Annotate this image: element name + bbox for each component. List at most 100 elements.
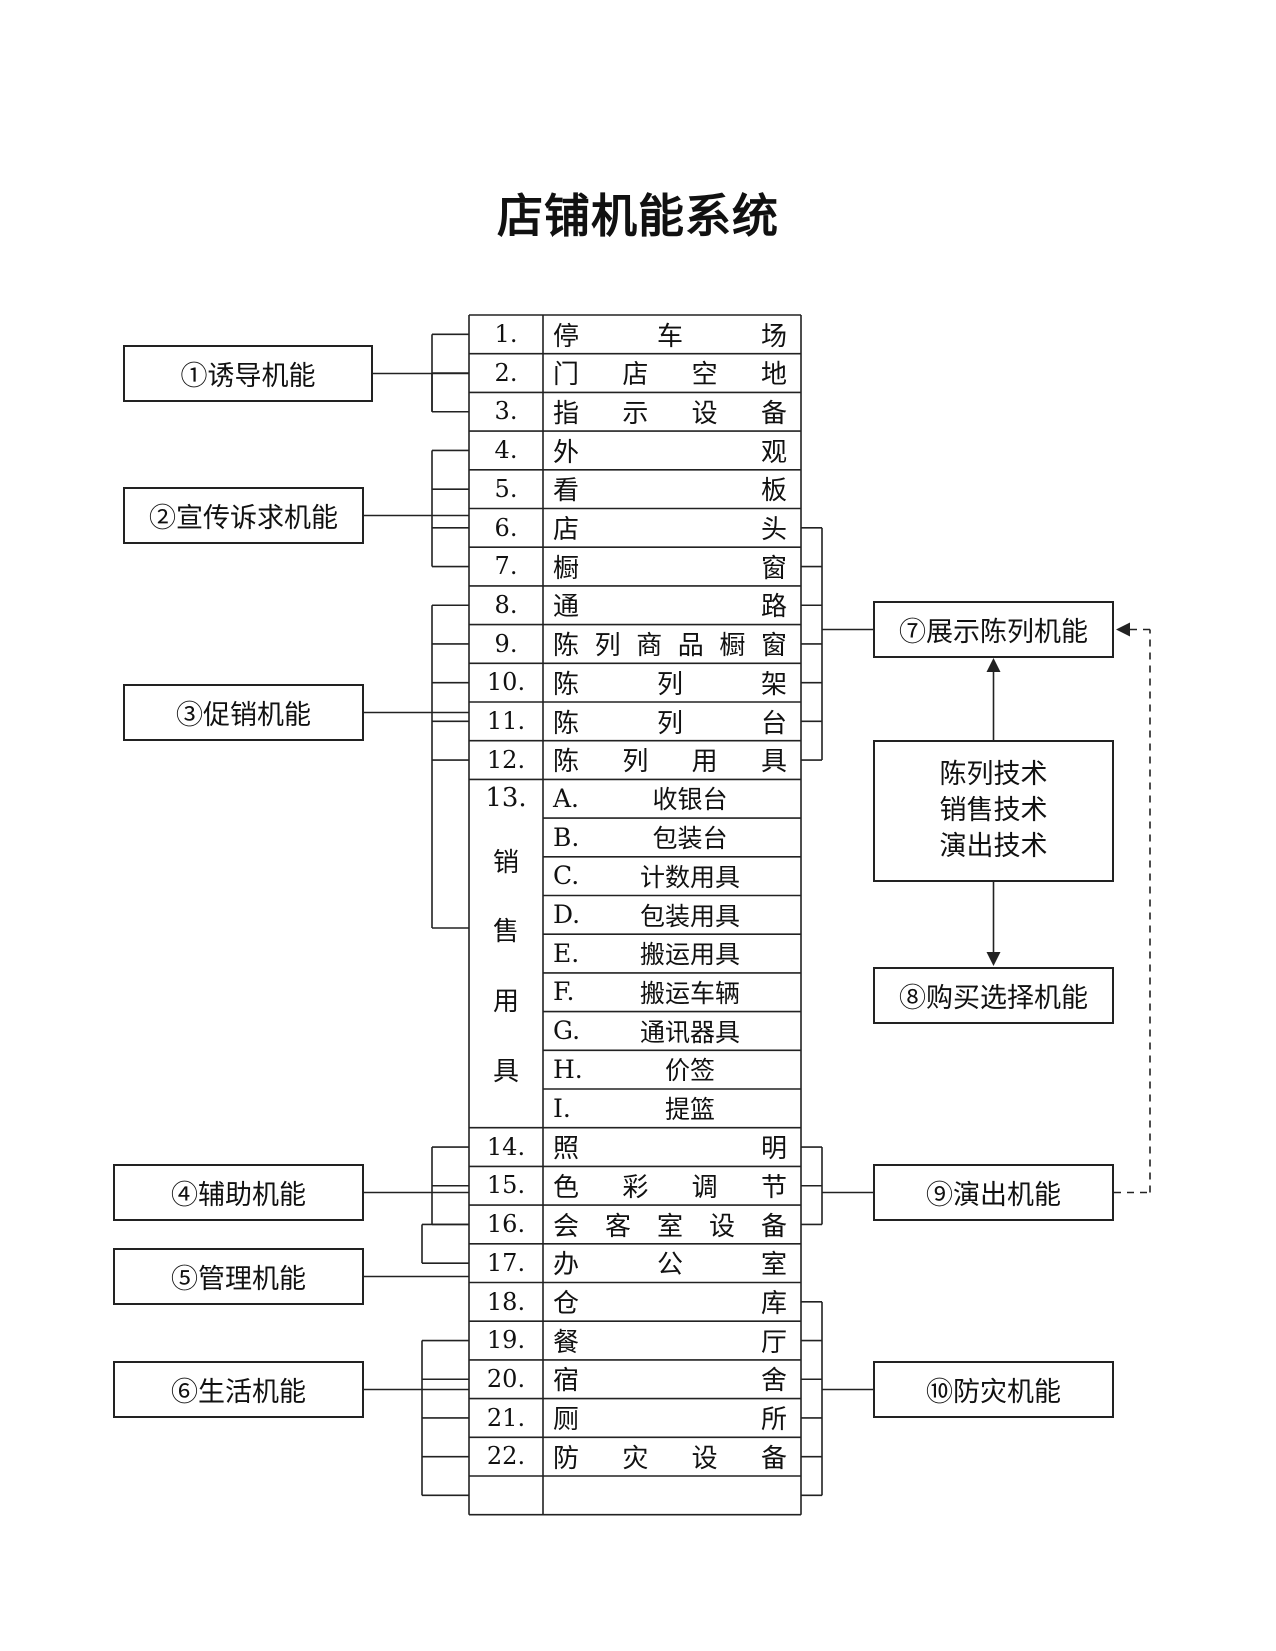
item-name: 外观 xyxy=(553,431,787,469)
item-char: 板 xyxy=(760,476,787,507)
function-box-disaster: ⑩防灾机能 xyxy=(873,1361,1114,1418)
function-label: ⑩防灾机能 xyxy=(926,1377,1061,1408)
group-title-char: 售 xyxy=(492,917,519,948)
item-char: 窗 xyxy=(760,553,787,584)
item-number: 14. xyxy=(486,1132,526,1161)
item-char: 防 xyxy=(553,1443,580,1474)
item-name: 厕所 xyxy=(553,1399,787,1437)
item-number: 6. xyxy=(494,513,518,542)
group-title-char: 具 xyxy=(492,1056,519,1087)
item-number: 20. xyxy=(486,1364,526,1393)
item-char: 库 xyxy=(760,1289,787,1319)
sub-item: F.搬运车辆 xyxy=(553,973,787,1011)
item-number: 19. xyxy=(486,1326,526,1355)
item-char: 宿 xyxy=(553,1366,580,1397)
sub-item-label: 计数用具 xyxy=(639,862,740,892)
item-name: 橱窗 xyxy=(553,547,787,585)
function-box-living: ⑥生活机能 xyxy=(113,1361,364,1418)
item-char: 节 xyxy=(760,1172,787,1203)
item-name: 店头 xyxy=(553,509,787,547)
item-char: 示 xyxy=(622,398,649,429)
item-char: 陈 xyxy=(553,708,580,739)
sub-item-code: F. xyxy=(553,977,575,1007)
item-char: 门 xyxy=(553,360,580,391)
item-char: 舍 xyxy=(760,1366,787,1397)
arrow-down-icon xyxy=(986,952,1001,966)
function-label: ⑧购买选择机能 xyxy=(899,983,1088,1014)
sub-item-code: I. xyxy=(553,1093,571,1123)
item-char: 店 xyxy=(622,360,649,391)
item-name: 停车场 xyxy=(553,315,787,353)
function-label: ②宣传诉求机能 xyxy=(149,503,338,534)
sub-item: A.收银台 xyxy=(553,779,787,817)
sub-item: G.通讯器具 xyxy=(553,1012,787,1050)
item-number: 1. xyxy=(494,320,518,348)
function-box-purchase: ⑧购买选择机能 xyxy=(873,967,1114,1024)
item-number: 4. xyxy=(494,436,518,465)
item-char: 空 xyxy=(691,360,718,391)
sub-item: C.计数用具 xyxy=(553,857,787,895)
sub-item-label: 提篮 xyxy=(664,1095,715,1124)
item-char: 设 xyxy=(691,1443,718,1474)
item-char: 备 xyxy=(760,1443,787,1474)
item-char: 列 xyxy=(622,747,649,778)
item-char: 具 xyxy=(760,747,787,778)
item-char: 台 xyxy=(760,708,787,739)
item-char: 照 xyxy=(553,1134,580,1165)
item-char: 停 xyxy=(553,321,580,352)
function-box-guide: ①诱导机能 xyxy=(123,345,373,402)
sub-item-label: 包装用具 xyxy=(639,901,740,931)
item-name: 宿舍 xyxy=(553,1360,787,1398)
item-number: 18. xyxy=(486,1287,526,1316)
function-box-auxiliary: ④辅助机能 xyxy=(113,1164,364,1221)
sub-item-label: 搬运用具 xyxy=(639,940,740,970)
item-char: 列 xyxy=(656,708,683,739)
function-box-promotion: ③促销机能 xyxy=(123,684,364,741)
item-name: 防灾设备 xyxy=(553,1437,787,1475)
sub-item: B.包装台 xyxy=(553,818,787,856)
function-label: ④辅助机能 xyxy=(171,1180,306,1211)
item-char: 地 xyxy=(760,360,787,391)
arrow-up-icon xyxy=(986,658,1001,672)
item-char: 厅 xyxy=(760,1327,787,1358)
sub-item: I. 提篮 xyxy=(553,1089,787,1127)
item-char: 会 xyxy=(553,1211,580,1242)
sub-item-label: 价签 xyxy=(664,1056,715,1086)
item-char: 外 xyxy=(553,437,580,468)
item-char: 路 xyxy=(760,592,787,623)
item-name: 陈列台 xyxy=(553,702,787,740)
group-number: 13. xyxy=(485,783,527,814)
item-number: 10. xyxy=(486,668,526,697)
item-char: 明 xyxy=(760,1134,787,1165)
item-char: 办 xyxy=(553,1250,580,1281)
item-char: 备 xyxy=(760,398,787,429)
item-name: 会客室设备 xyxy=(553,1205,787,1243)
item-char: 架 xyxy=(760,669,787,700)
item-char: 商 xyxy=(636,631,663,662)
item-char: 陈 xyxy=(553,669,580,700)
item-name: 陈列架 xyxy=(553,663,787,701)
sub-item-code: G. xyxy=(553,1016,581,1046)
item-number: 3. xyxy=(494,397,518,426)
sub-item-code: E. xyxy=(553,938,580,968)
item-char: 指 xyxy=(553,398,580,429)
item-name: 餐厅 xyxy=(553,1321,787,1359)
sub-item-label: 收银台 xyxy=(652,785,728,815)
function-label: ⑤管理机能 xyxy=(171,1264,306,1295)
item-char: 列 xyxy=(594,631,621,662)
item-char: 橱 xyxy=(719,631,746,662)
item-number: 5. xyxy=(494,474,518,503)
technique-performance: 演出技术 xyxy=(939,831,1048,862)
item-name: 陈列用具 xyxy=(553,741,787,779)
function-label: ⑦展示陈列机能 xyxy=(899,617,1088,648)
function-box-management: ⑤管理机能 xyxy=(113,1248,364,1305)
item-char: 头 xyxy=(760,515,787,545)
item-char: 客 xyxy=(604,1211,631,1242)
item-char: 列 xyxy=(656,669,683,700)
item-char: 用 xyxy=(691,747,718,778)
function-label: ⑨演出机能 xyxy=(926,1180,1061,1211)
item-char: 室 xyxy=(656,1211,683,1242)
item-char: 备 xyxy=(760,1211,787,1242)
item-char: 室 xyxy=(760,1250,787,1281)
item-name: 仓库 xyxy=(553,1283,787,1321)
